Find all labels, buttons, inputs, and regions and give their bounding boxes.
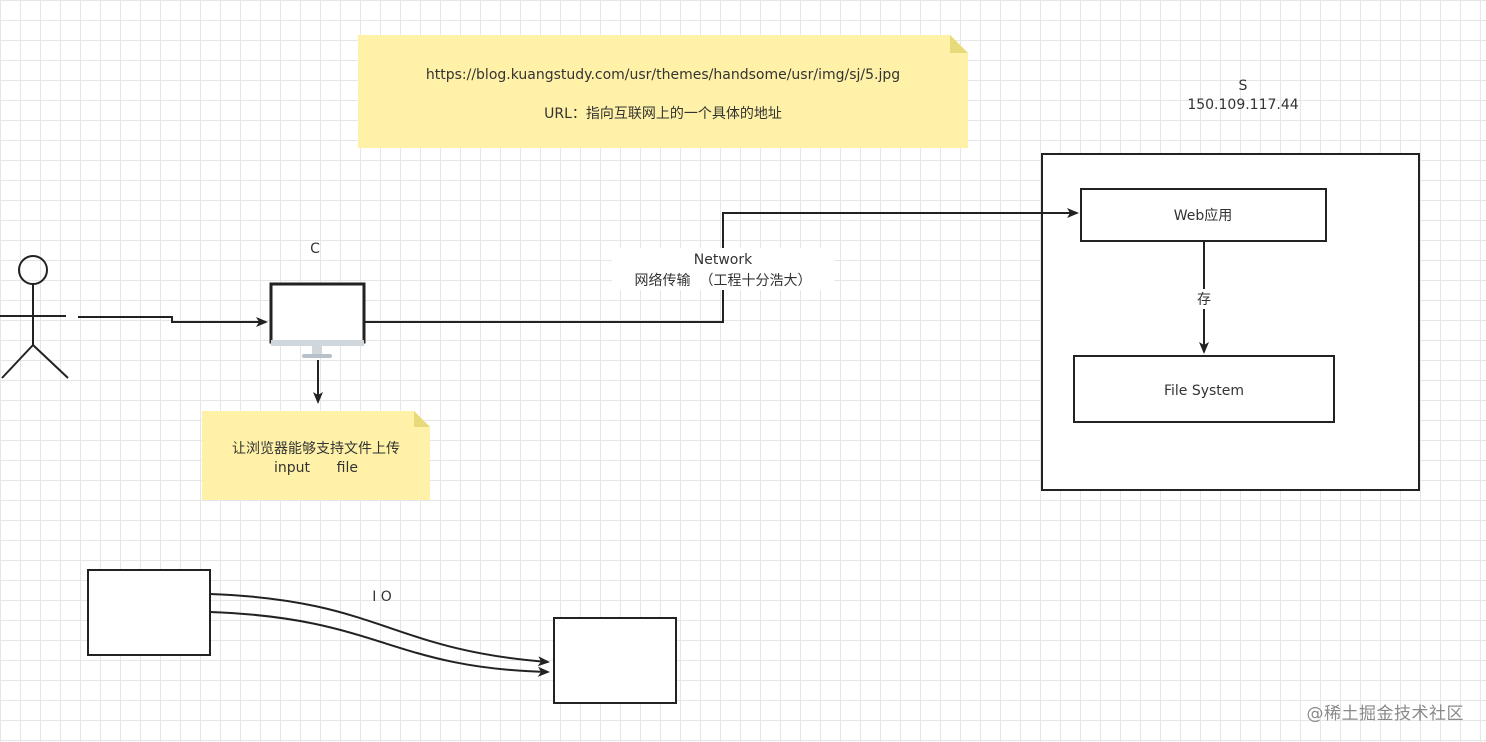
web-app-label: Web应用	[1174, 207, 1233, 224]
monitor-icon[interactable]	[269, 282, 366, 358]
io-source-box[interactable]	[87, 569, 211, 656]
store-label-bg	[1192, 289, 1216, 309]
io-target-box[interactable]	[553, 617, 677, 704]
file-system-box[interactable]: File System	[1073, 355, 1335, 423]
io-stream-arrow-lower	[209, 611, 550, 677]
url-definition-text: URL：指向互联网上的一个具体的地址	[544, 106, 782, 122]
file-system-label: File System	[1164, 383, 1244, 399]
server-ip-label: 150.109.117.44	[1187, 97, 1298, 113]
browser-note-line2: input file	[274, 460, 358, 476]
url-example-text: https://blog.kuangstudy.com/usr/themes/h…	[426, 67, 900, 83]
network-label-bg	[612, 248, 834, 290]
io-stream-arrow-upper	[209, 593, 550, 667]
store-label: 存	[1197, 292, 1211, 308]
browser-note[interactable]: 让浏览器能够支持文件上传 input file	[202, 411, 430, 500]
client-label: C	[310, 241, 320, 257]
network-label-line1: Network	[694, 252, 753, 268]
server-label: S	[1239, 78, 1248, 94]
url-note[interactable]: https://blog.kuangstudy.com/usr/themes/h…	[358, 35, 968, 148]
web-app-box[interactable]: Web应用	[1080, 188, 1327, 242]
io-label: I O	[372, 589, 392, 605]
browser-note-line1: 让浏览器能够支持文件上传	[232, 441, 400, 457]
network-label-line2: 网络传输 （工程十分浩大）	[635, 273, 812, 289]
user-to-client-arrow	[78, 316, 268, 327]
stick-figure-icon[interactable]	[0, 255, 69, 379]
watermark-text: @稀土掘金技术社区	[1306, 704, 1464, 724]
